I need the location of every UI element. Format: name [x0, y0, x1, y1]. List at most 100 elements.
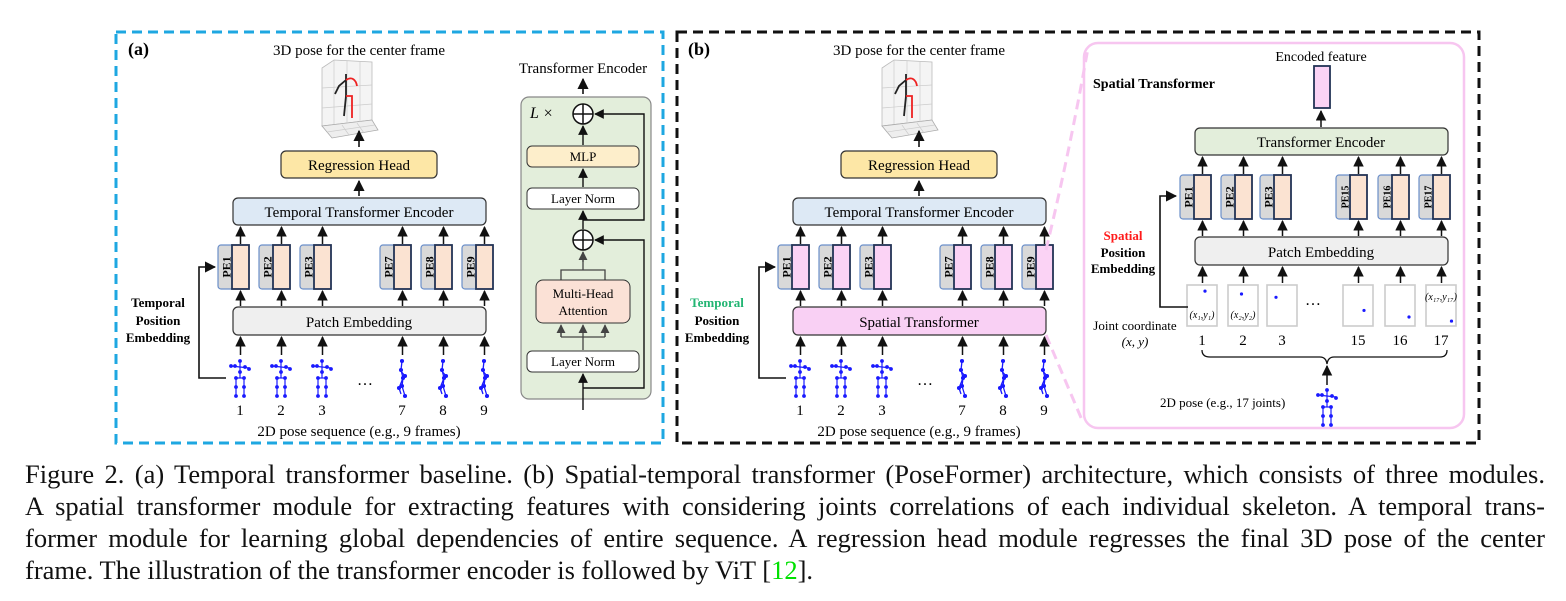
joint-dot	[1449, 319, 1454, 323]
patch-embedding-label: Patch Embedding	[1268, 245, 1375, 261]
pe-label: PE17	[1424, 186, 1435, 209]
token	[1193, 174, 1212, 220]
transformer-encoder-box	[1194, 127, 1449, 156]
position-embedding-connector	[1159, 190, 1188, 308]
skeleton-icon	[311, 359, 333, 398]
sequence-label: 2D pose sequence (e.g., 9 frames)	[817, 424, 1020, 440]
token	[953, 244, 972, 290]
skeleton-icon	[396, 358, 408, 399]
joint-number: 16	[1393, 333, 1409, 349]
joint-number: 15	[1351, 333, 1366, 349]
pe-label: PE16	[1383, 186, 1394, 209]
attention-box	[535, 279, 631, 324]
caption-line-last: frame. The illustration of the transform…	[25, 554, 1545, 586]
joint-dot	[1239, 292, 1244, 296]
regression-head-box	[840, 150, 998, 179]
temporal-encoder-box	[792, 197, 1047, 226]
token	[1432, 174, 1451, 220]
pe-label: PE2	[821, 256, 835, 277]
pose-3d-image	[881, 59, 939, 139]
citation-link[interactable]: 12	[771, 555, 798, 585]
pe-label: PE1	[220, 256, 234, 277]
joint-coordinate-box	[1266, 284, 1298, 327]
regression-head-label: Regression Head	[308, 158, 411, 174]
skeleton-icon	[478, 358, 490, 399]
pose-label: 2D pose (e.g., 17 joints)	[1160, 395, 1285, 410]
skeleton-icon	[830, 359, 852, 398]
token	[475, 244, 494, 290]
pe-label: PE3	[302, 256, 316, 277]
token	[832, 244, 851, 290]
frame-number: 7	[398, 403, 406, 419]
pe-label: PE8	[423, 256, 437, 277]
skeleton-icon	[229, 359, 251, 398]
pe-label: PE2	[261, 256, 275, 277]
temporal-encoder-label: Temporal Transformer Encoder	[825, 205, 1014, 221]
ellipsis: …	[1305, 292, 1321, 309]
frame-number: 9	[480, 403, 488, 419]
token	[1391, 174, 1410, 220]
pe-label: PE3	[1262, 186, 1276, 207]
caption-line: former module for learning global depend…	[25, 523, 1545, 553]
joint-dot	[1274, 295, 1278, 299]
frame-number: 1	[796, 403, 804, 419]
skeleton-icon	[789, 359, 811, 398]
joint-coordinate-box	[1227, 284, 1259, 327]
joint-number: 17	[1434, 333, 1450, 349]
token	[272, 244, 291, 290]
embedding-label: Embedding	[126, 330, 191, 345]
encoded-feature-token	[1313, 65, 1331, 109]
temporal-label: Temporal	[131, 295, 185, 310]
joint-coordinate-text: (x₁₇,y₁₇)	[1425, 292, 1458, 303]
zoom-connector	[1044, 334, 1084, 421]
joint-number: 1	[1198, 333, 1206, 349]
joint-number: 3	[1278, 333, 1286, 349]
joint-coordinate-text: (x₁,y₁)	[1190, 310, 1216, 321]
spatial-detail-box	[1082, 41, 1466, 430]
frame-number: 8	[439, 403, 447, 419]
joint-dot	[1203, 289, 1207, 293]
regression-head-box	[280, 150, 438, 179]
position-label: Position	[1101, 245, 1147, 260]
frame-number: 9	[1040, 403, 1048, 419]
encoder-detail-title: Transformer Encoder	[519, 61, 647, 77]
encoded-feature-label: Encoded feature	[1275, 50, 1366, 65]
panel-a-output-label: 3D pose for the center frame	[273, 43, 445, 59]
panel-a-border	[114, 30, 665, 445]
ellipsis: …	[917, 372, 933, 389]
token	[791, 244, 810, 290]
panel-b-output-label: 3D pose for the center frame	[833, 43, 1005, 59]
temporal-encoder-box	[232, 197, 487, 226]
pe-label: PE9	[464, 256, 478, 277]
joint-coordinate-box	[1342, 284, 1374, 327]
joint-coordinate-box	[1186, 284, 1218, 327]
attention-label-1: Multi-Head	[553, 286, 614, 301]
joint-dot	[1407, 315, 1411, 319]
pose-3d-image	[321, 59, 379, 139]
frame-number: 1	[236, 403, 244, 419]
temporal-label: Temporal	[690, 295, 744, 310]
caption-tail: ].	[797, 555, 814, 585]
pe-label: PE8	[983, 256, 997, 277]
token	[873, 244, 892, 290]
position-label: Position	[136, 313, 182, 328]
pe-label: PE15	[1341, 186, 1352, 209]
token	[1234, 174, 1253, 220]
caption-line: Figure 2. (a) Temporal transformer basel…	[25, 459, 1545, 489]
zoom-connector	[1044, 47, 1090, 251]
attention-label-2: Attention	[558, 303, 608, 318]
position-label: Position	[695, 313, 741, 328]
pe-label: PE9	[1024, 256, 1038, 277]
skeleton-icon	[956, 358, 968, 399]
frame-number: 2	[277, 403, 285, 419]
spatial-detail-title: Spatial Transformer	[1093, 77, 1215, 92]
position-embedding-connector	[198, 261, 226, 379]
patch-embedding-box	[1194, 236, 1449, 266]
ellipsis: …	[357, 372, 373, 389]
joint-coordinate-xy: (x, y)	[1122, 334, 1149, 349]
brace	[1201, 349, 1448, 365]
skeleton-icon	[270, 359, 292, 398]
sequence-label: 2D pose sequence (e.g., 9 frames)	[257, 424, 460, 440]
skeleton-icon	[1038, 358, 1050, 399]
token	[434, 244, 453, 290]
